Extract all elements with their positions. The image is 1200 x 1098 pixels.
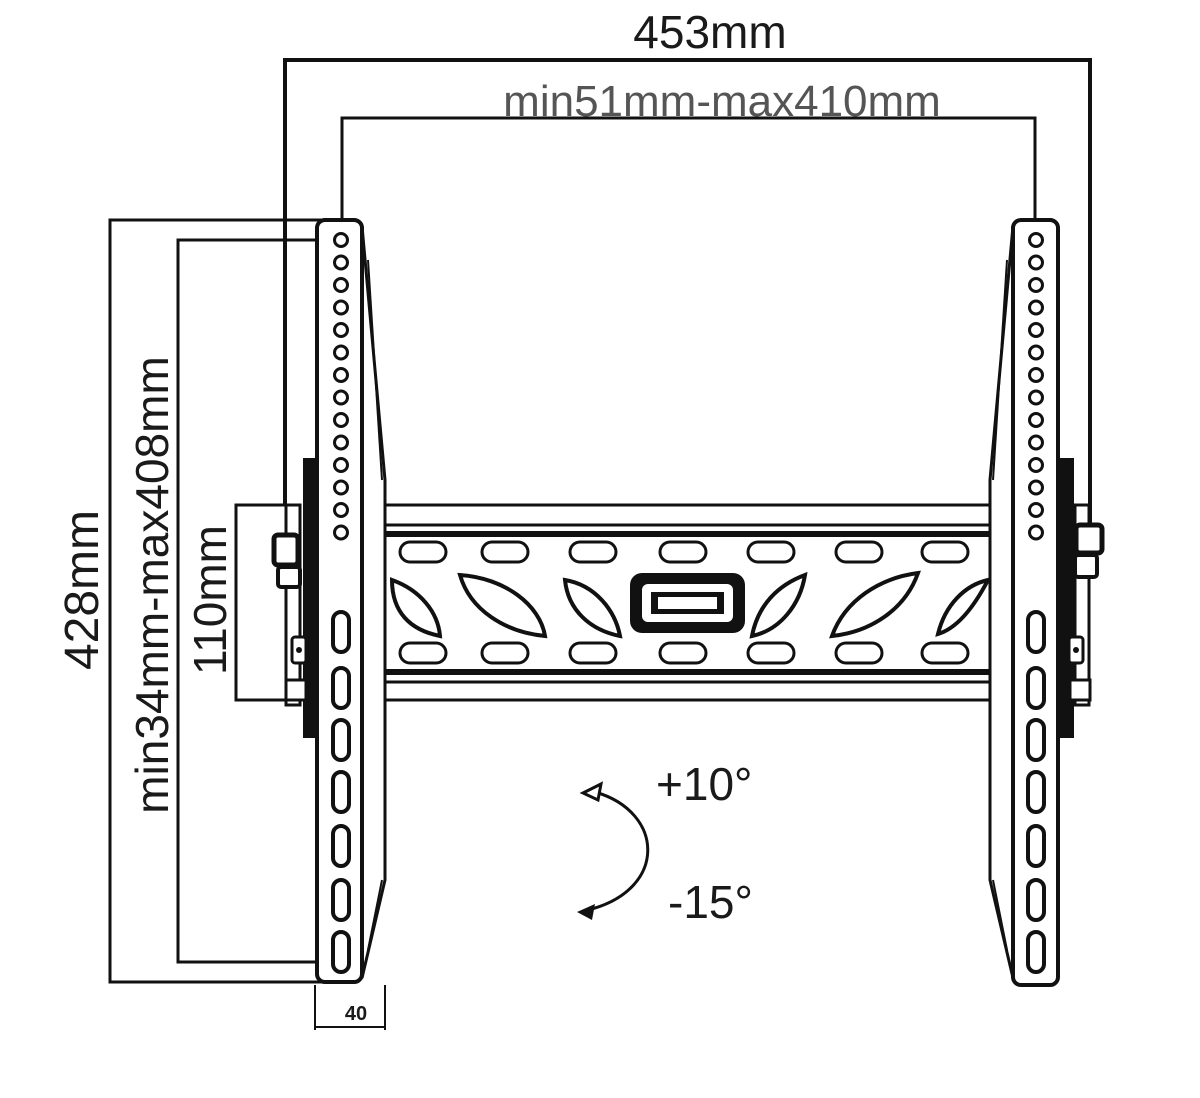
mounting-slot: [1026, 824, 1046, 868]
bracket-depth-dimension: [314, 985, 386, 1030]
mounting-hole: [333, 322, 349, 338]
left-rail-end-hardware: [271, 458, 317, 738]
overall-height-dimension: [108, 218, 345, 984]
mounting-hole: [333, 434, 349, 451]
wall-rail: [383, 503, 992, 702]
left-vertical-arm: [315, 218, 387, 984]
mounting-hole: [1028, 412, 1044, 428]
mounting-hole: [333, 367, 349, 383]
rail-slot: [920, 641, 970, 665]
mounting-hole: [1028, 254, 1044, 271]
mounting-hole: [333, 344, 349, 361]
mounting-hole: [1028, 344, 1044, 361]
mounting-slot: [331, 610, 351, 654]
leaf-cutout: [389, 577, 443, 639]
mounting-hole: [1028, 299, 1044, 316]
mounting-hole: [1028, 389, 1044, 406]
rail-slot: [480, 540, 530, 564]
leaf-cutout: [829, 570, 921, 639]
rail-slot: [658, 540, 708, 564]
mounting-hole: [333, 299, 349, 316]
hole-spacing-vertical-label: min34mm-max408mm: [126, 356, 178, 814]
hole-spacing-horizontal-dimension: [340, 116, 1037, 232]
leaf-cutout: [935, 577, 992, 637]
right-arm-holes: [1026, 232, 1046, 974]
mounting-slot: [331, 770, 351, 814]
leaf-cutout: [457, 572, 548, 639]
rail-slot: [834, 641, 884, 665]
mounting-slot: [331, 824, 351, 868]
mounting-slot: [331, 718, 351, 762]
leaf-cutout: [749, 571, 808, 639]
mounting-hole: [333, 232, 349, 248]
overall-height-label: 428mm: [56, 510, 109, 670]
mounting-hole: [333, 524, 349, 541]
mounting-hole: [1028, 434, 1044, 451]
rail-slot: [746, 641, 796, 665]
leaf-cutout: [562, 577, 623, 639]
mounting-hole: [333, 457, 349, 473]
mounting-hole: [1028, 367, 1044, 383]
mounting-hole: [1028, 322, 1044, 338]
rail-height-label: 110mm: [184, 525, 236, 675]
right-rail-end-hardware: [1060, 458, 1105, 738]
mounting-hole: [1028, 277, 1044, 293]
overall-width-label: 453mm: [633, 6, 786, 58]
mounting-slot: [331, 666, 351, 710]
rail-height-dimension: [234, 503, 300, 702]
mounting-hole: [1028, 479, 1044, 496]
mounting-hole: [333, 479, 349, 496]
mounting-hole: [1028, 457, 1044, 473]
rail-slot: [568, 540, 618, 564]
mounting-hole: [333, 412, 349, 428]
rail-slot: [834, 540, 884, 564]
hole-spacing-vertical-dimension: [176, 238, 342, 964]
rail-slot: [398, 641, 448, 665]
rail-leaf-cutouts: [389, 570, 992, 639]
rail-slot: [920, 540, 970, 564]
mounting-hole: [1028, 524, 1044, 541]
center-lock: [630, 573, 745, 633]
mounting-slot: [1026, 930, 1046, 974]
mounting-slot: [1026, 666, 1046, 710]
mounting-slot: [331, 930, 351, 974]
mounting-slot: [1026, 770, 1046, 814]
rail-slot: [398, 540, 448, 564]
mounting-slot: [1026, 878, 1046, 922]
tilt-arrow-icon: [577, 781, 650, 920]
rail-slot: [480, 641, 530, 665]
mounting-slot: [331, 878, 351, 922]
mounting-hole: [333, 277, 349, 293]
mounting-hole: [1028, 232, 1044, 248]
rail-slot: [568, 641, 618, 665]
tilt-up-label: +10°: [656, 758, 752, 810]
rail-slot: [746, 540, 796, 564]
overall-width-dimension: [283, 58, 1092, 525]
rail-slot: [658, 641, 708, 665]
right-vertical-arm: [988, 218, 1060, 987]
left-arm-holes: [331, 232, 351, 974]
mounting-hole: [333, 502, 349, 518]
rail-slots: [398, 540, 970, 665]
mounting-hole: [333, 389, 349, 406]
hole-spacing-horizontal-label: min51mm-max410mm: [503, 77, 941, 126]
bracket-depth-label: 40: [345, 1003, 367, 1025]
mounting-slot: [1026, 610, 1046, 654]
mounting-slot: [1026, 718, 1046, 762]
mounting-hole: [333, 254, 349, 271]
mounting-hole: [1028, 502, 1044, 518]
tilt-down-label: -15°: [668, 876, 753, 928]
